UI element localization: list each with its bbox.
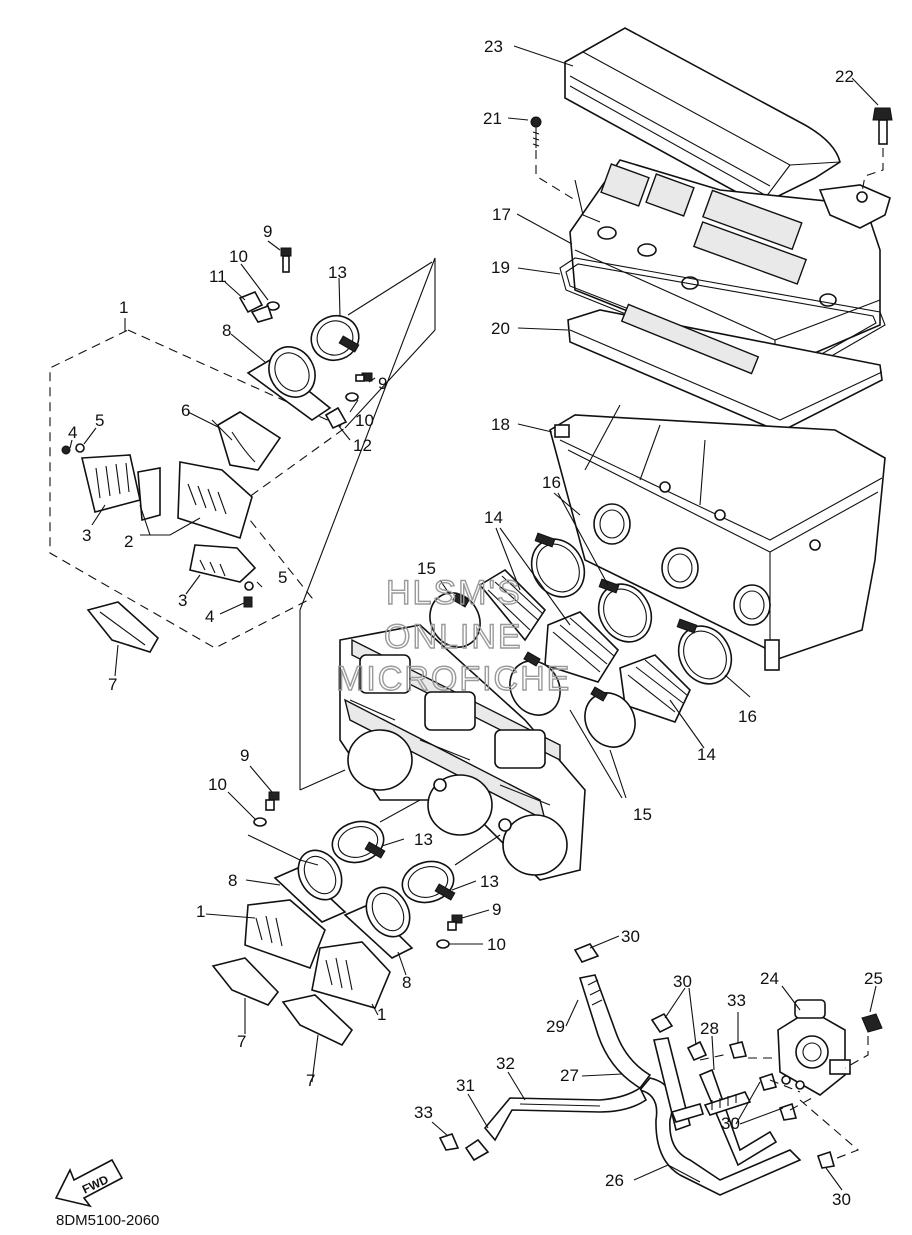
watermark-line-2: ONLINE	[384, 618, 523, 656]
clamp-13-upper	[310, 314, 360, 362]
reed-valve-upper	[80, 454, 257, 583]
callout-9-a: 9	[263, 222, 272, 241]
fuel-dash-lines	[699, 1053, 860, 1161]
callout-24: 24	[760, 969, 779, 988]
callout-16-b: 16	[738, 707, 757, 726]
callout-23: 23	[484, 37, 503, 56]
diagram-code: 8DM5100-2060	[56, 1212, 159, 1229]
callout-4-b: 4	[205, 607, 214, 626]
fuel-pump	[777, 999, 851, 1096]
callout-29: 29	[546, 1017, 565, 1036]
callout-7-c: 7	[306, 1071, 315, 1090]
bolts-washers-upper	[61, 247, 373, 608]
callout-8-a: 8	[222, 321, 231, 340]
callout-1-c: 1	[377, 1005, 386, 1024]
callout-10-d: 10	[487, 935, 506, 954]
callout-13-c: 13	[480, 872, 499, 891]
callout-20: 20	[491, 319, 510, 338]
callout-14-a: 14	[484, 508, 503, 527]
callout-11: 11	[209, 267, 227, 286]
clamp-13-lower-b	[401, 860, 456, 904]
clamp-15-set	[429, 592, 636, 748]
callout-13-a: 13	[328, 263, 347, 282]
leader-lines	[69, 45, 879, 1191]
callout-9-d: 9	[492, 900, 501, 919]
callout-27: 27	[560, 1066, 579, 1085]
watermark-line-3: MICROFICHE	[336, 660, 571, 698]
air-cleaner-duct-20	[567, 303, 883, 433]
joint-8-lower-a	[273, 849, 347, 923]
callout-9-c: 9	[240, 746, 249, 765]
gasket-7-upper	[86, 601, 160, 653]
callout-6: 6	[181, 401, 190, 420]
callout-10-a: 10	[229, 247, 248, 266]
callout-33-b: 33	[414, 1103, 433, 1122]
callout-30-c: 30	[721, 1114, 740, 1133]
callout-19: 19	[491, 258, 510, 277]
callout-26: 26	[605, 1171, 624, 1190]
callout-7-b: 7	[237, 1032, 246, 1051]
callout-32: 32	[496, 1054, 515, 1073]
callout-5-a: 5	[95, 411, 104, 430]
callout-13-b: 13	[414, 830, 433, 849]
reed-valve-lower	[244, 899, 391, 1009]
callout-30-d: 30	[832, 1190, 851, 1209]
callout-31: 31	[456, 1076, 475, 1095]
callout-18: 18	[491, 415, 510, 434]
joint-8-upper	[246, 346, 332, 421]
callout-22: 22	[835, 67, 854, 86]
callout-4-a: 4	[68, 423, 77, 442]
callout-12: 12	[353, 436, 372, 455]
callout-8-c: 8	[402, 973, 411, 992]
callout-9-b: 9	[378, 374, 387, 393]
callout-30-a: 30	[621, 927, 640, 946]
callout-10-b: 10	[355, 411, 374, 430]
gasket-19	[559, 257, 886, 381]
callout-7-a: 7	[108, 675, 117, 694]
joint-8-lower-b	[343, 886, 414, 959]
air-filter-element	[564, 27, 841, 206]
callout-2: 2	[124, 532, 133, 551]
bolt-25	[844, 1013, 883, 1069]
clamp-16-set	[530, 532, 733, 685]
callout-30-b: 30	[673, 972, 692, 991]
callout-21: 21	[483, 109, 502, 128]
dashed-group-lines	[211, 257, 501, 866]
callout-33-a: 33	[727, 991, 746, 1010]
callout-10-c: 10	[208, 775, 227, 794]
fwd-arrow: FWD	[54, 1158, 124, 1208]
callout-16-a: 16	[542, 473, 561, 492]
callout-1-b: 1	[196, 902, 205, 921]
joint-14-set	[478, 568, 691, 723]
callout-1-a: 1	[119, 298, 128, 317]
plate-6	[217, 411, 282, 471]
clamp-13-lower-a	[331, 820, 386, 864]
group-outline-1-upper	[49, 329, 347, 649]
hose-clips-30-33	[438, 943, 836, 1169]
screw-21	[530, 116, 576, 201]
callout-3-a: 3	[82, 526, 91, 545]
callout-25: 25	[864, 969, 883, 988]
callout-8-b: 8	[228, 871, 237, 890]
callout-14-b: 14	[697, 745, 716, 764]
carburetor-assembly	[339, 624, 586, 881]
callout-17: 17	[492, 205, 511, 224]
callout-28: 28	[700, 1019, 719, 1038]
watermark: HLSM'S ONLINE MICROFICHE	[335, 573, 571, 698]
callout-15-a: 15	[417, 559, 436, 578]
watermark-line-1: HLSM'S	[386, 574, 522, 612]
callout-15-b: 15	[633, 805, 652, 824]
gasket-7-lower	[211, 957, 354, 1047]
fuel-hoses	[464, 974, 802, 1196]
air-cleaner-case	[549, 404, 886, 671]
bolt-22	[861, 107, 893, 193]
callout-5-b: 5	[278, 568, 287, 587]
callout-labels: 23 22 21 17 19 20 18 16 16 14 14 15 15 9…	[68, 37, 883, 1209]
callout-3-b: 3	[178, 591, 187, 610]
